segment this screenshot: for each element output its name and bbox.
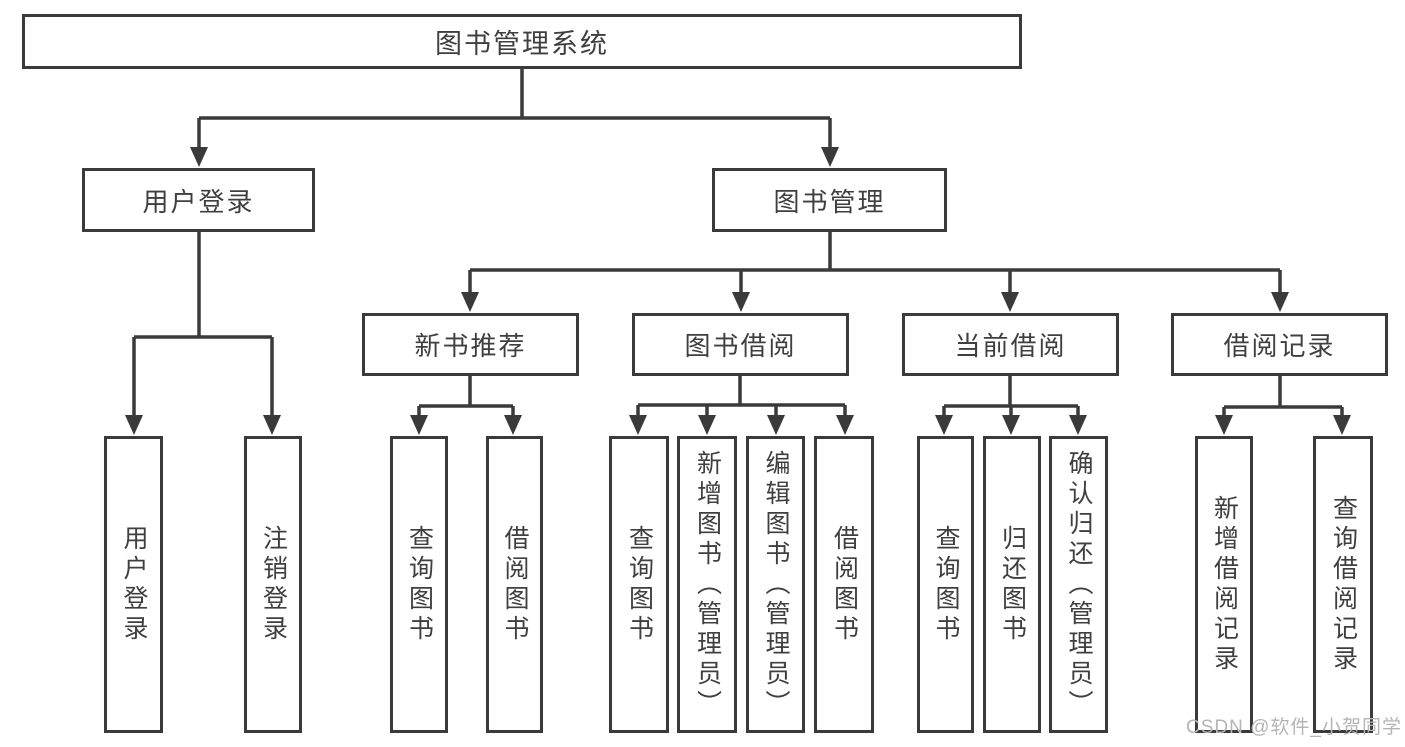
node-label: 用户登录 [142,186,255,217]
node-label: 查询借阅记录 [1329,494,1358,675]
node-book-borrowing: 图书借阅 [632,313,849,376]
node-label: 借阅记录 [1223,331,1336,361]
node-query-borrow-record: 查询借阅记录 [1313,436,1373,733]
node-query-books-1: 查询图书 [390,436,448,733]
node-borrow-books-1: 借阅图书 [486,436,543,733]
node-user-login: 用户登录 [104,436,163,733]
node-current-borrowing: 当前借阅 [902,313,1119,376]
node-query-books-3: 查询图书 [917,436,974,733]
node-add-borrow-record: 新增借阅记录 [1195,436,1253,733]
node-label: 新增图书（管理员） [693,449,722,720]
node-edit-book-admin: 编辑图书（管理员） [746,436,805,733]
node-confirm-return-admin: 确认归还（管理员） [1049,436,1108,733]
node-borrowing-records: 借阅记录 [1171,313,1388,376]
node-book-management-module: 图书管理 [712,168,947,232]
node-label: 注销登录 [259,524,288,645]
node-label: 查询图书 [932,524,960,645]
node-new-book-recommend: 新书推荐 [362,313,579,376]
node-label: 确认归还（管理员） [1065,449,1093,720]
node-label: 借阅图书 [501,524,529,645]
node-label: 图书管理 [773,186,886,217]
node-label: 归还图书 [998,524,1027,645]
node-query-books-2: 查询图书 [609,436,669,733]
csdn-watermark: CSDN @软件_小贺同学 [1186,717,1402,738]
node-library-management-system: 图书管理系统 [22,14,1022,69]
node-label: 用户登录 [120,524,148,645]
node-logout: 注销登录 [244,436,302,733]
node-label: 新书推荐 [414,331,527,361]
node-label: 图书管理系统 [435,29,609,59]
node-return-book: 归还图书 [983,436,1041,733]
node-label: 借阅图书 [830,524,859,645]
node-label: 新增借阅记录 [1210,494,1239,675]
node-label: 编辑图书（管理员） [762,449,790,720]
node-user-login-module: 用户登录 [82,168,315,232]
node-label: 当前借阅 [954,331,1067,361]
node-add-book-admin: 新增图书（管理员） [677,436,737,733]
node-borrow-books-2: 借阅图书 [814,436,874,733]
node-label: 查询图书 [405,524,434,645]
node-label: 查询图书 [625,524,654,645]
node-label: 图书借阅 [684,331,797,361]
